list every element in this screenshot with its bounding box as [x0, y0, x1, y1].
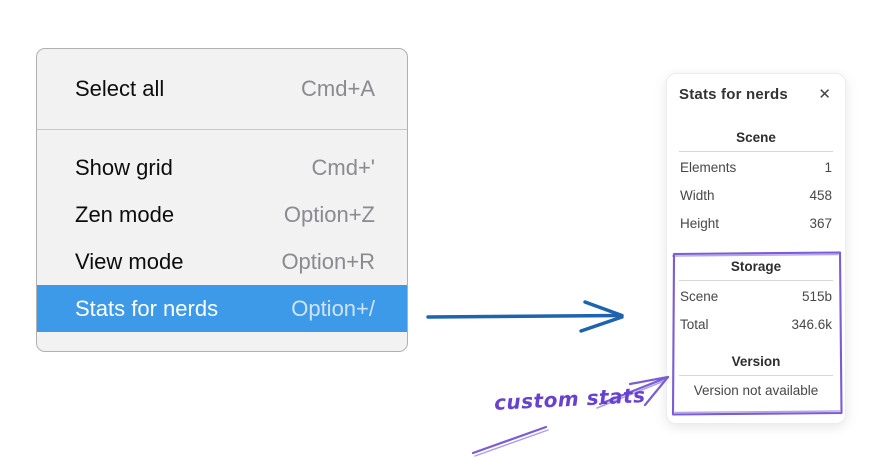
menu-to-panel-arrow — [426, 300, 624, 333]
stat-value: 1 — [824, 160, 832, 175]
annotation-label: custom stats — [493, 383, 647, 415]
stat-row-height: Height 367 — [679, 210, 833, 238]
menu-item-label: Show grid — [75, 154, 173, 180]
stat-label: Scene — [680, 289, 719, 304]
stat-label: Elements — [680, 160, 737, 175]
menu-item-label: Zen mode — [75, 201, 175, 227]
section-divider — [679, 280, 833, 281]
menu-item-view-mode[interactable]: View mode Option+R — [37, 238, 407, 285]
version-note: Version not available — [693, 383, 819, 398]
stat-label: Total — [680, 317, 709, 332]
stat-row-total-size: Total 346.6k — [679, 311, 833, 339]
menu-item-shortcut: Cmd+' — [311, 154, 376, 180]
stats-panel: Stats for nerds ✕ Scene Elements 1 Width… — [666, 73, 846, 424]
menu-item-select-all[interactable]: Select all Cmd+A — [37, 63, 407, 115]
stat-label: Width — [680, 188, 715, 203]
close-icon[interactable]: ✕ — [818, 85, 831, 103]
stat-value: 367 — [809, 216, 832, 231]
section-title-scene: Scene — [736, 130, 776, 145]
menu-item-zen-mode[interactable]: Zen mode Option+Z — [37, 191, 407, 238]
menu-item-shortcut: Cmd+A — [301, 76, 375, 101]
stat-value: 346.6k — [791, 317, 832, 332]
menu-item-shortcut: Option+R — [281, 248, 375, 274]
menu-item-label: Select all — [75, 76, 165, 101]
menu-item-stats-for-nerds[interactable]: Stats for nerds Option+/ — [37, 285, 407, 332]
stat-value: 515b — [801, 289, 832, 304]
context-menu: Select all Cmd+A Show grid Cmd+' Zen mod… — [36, 48, 408, 352]
menu-item-label: View mode — [75, 248, 184, 274]
stat-row-elements: Elements 1 — [679, 154, 833, 182]
stats-panel-header: Stats for nerds ✕ — [679, 86, 833, 103]
stat-label: Height — [680, 216, 720, 231]
menu-item-label: Stats for nerds — [75, 295, 219, 321]
section-title-storage: Storage — [730, 259, 782, 274]
stats-panel-title: Stats for nerds — [679, 86, 788, 103]
menu-item-shortcut: Option+Z — [283, 201, 375, 227]
menu-item-shortcut: Option+/ — [291, 295, 375, 321]
annotation-arrow — [471, 375, 670, 457]
menu-item-show-grid[interactable]: Show grid Cmd+' — [37, 144, 407, 191]
stat-row-scene-size: Scene 515b — [679, 283, 833, 311]
section-title-version: Version — [731, 354, 781, 369]
section-divider — [679, 375, 833, 376]
stat-value: 458 — [809, 188, 832, 203]
section-divider — [679, 151, 833, 152]
stat-row-width: Width 458 — [679, 182, 833, 210]
menu-separator — [37, 129, 407, 130]
